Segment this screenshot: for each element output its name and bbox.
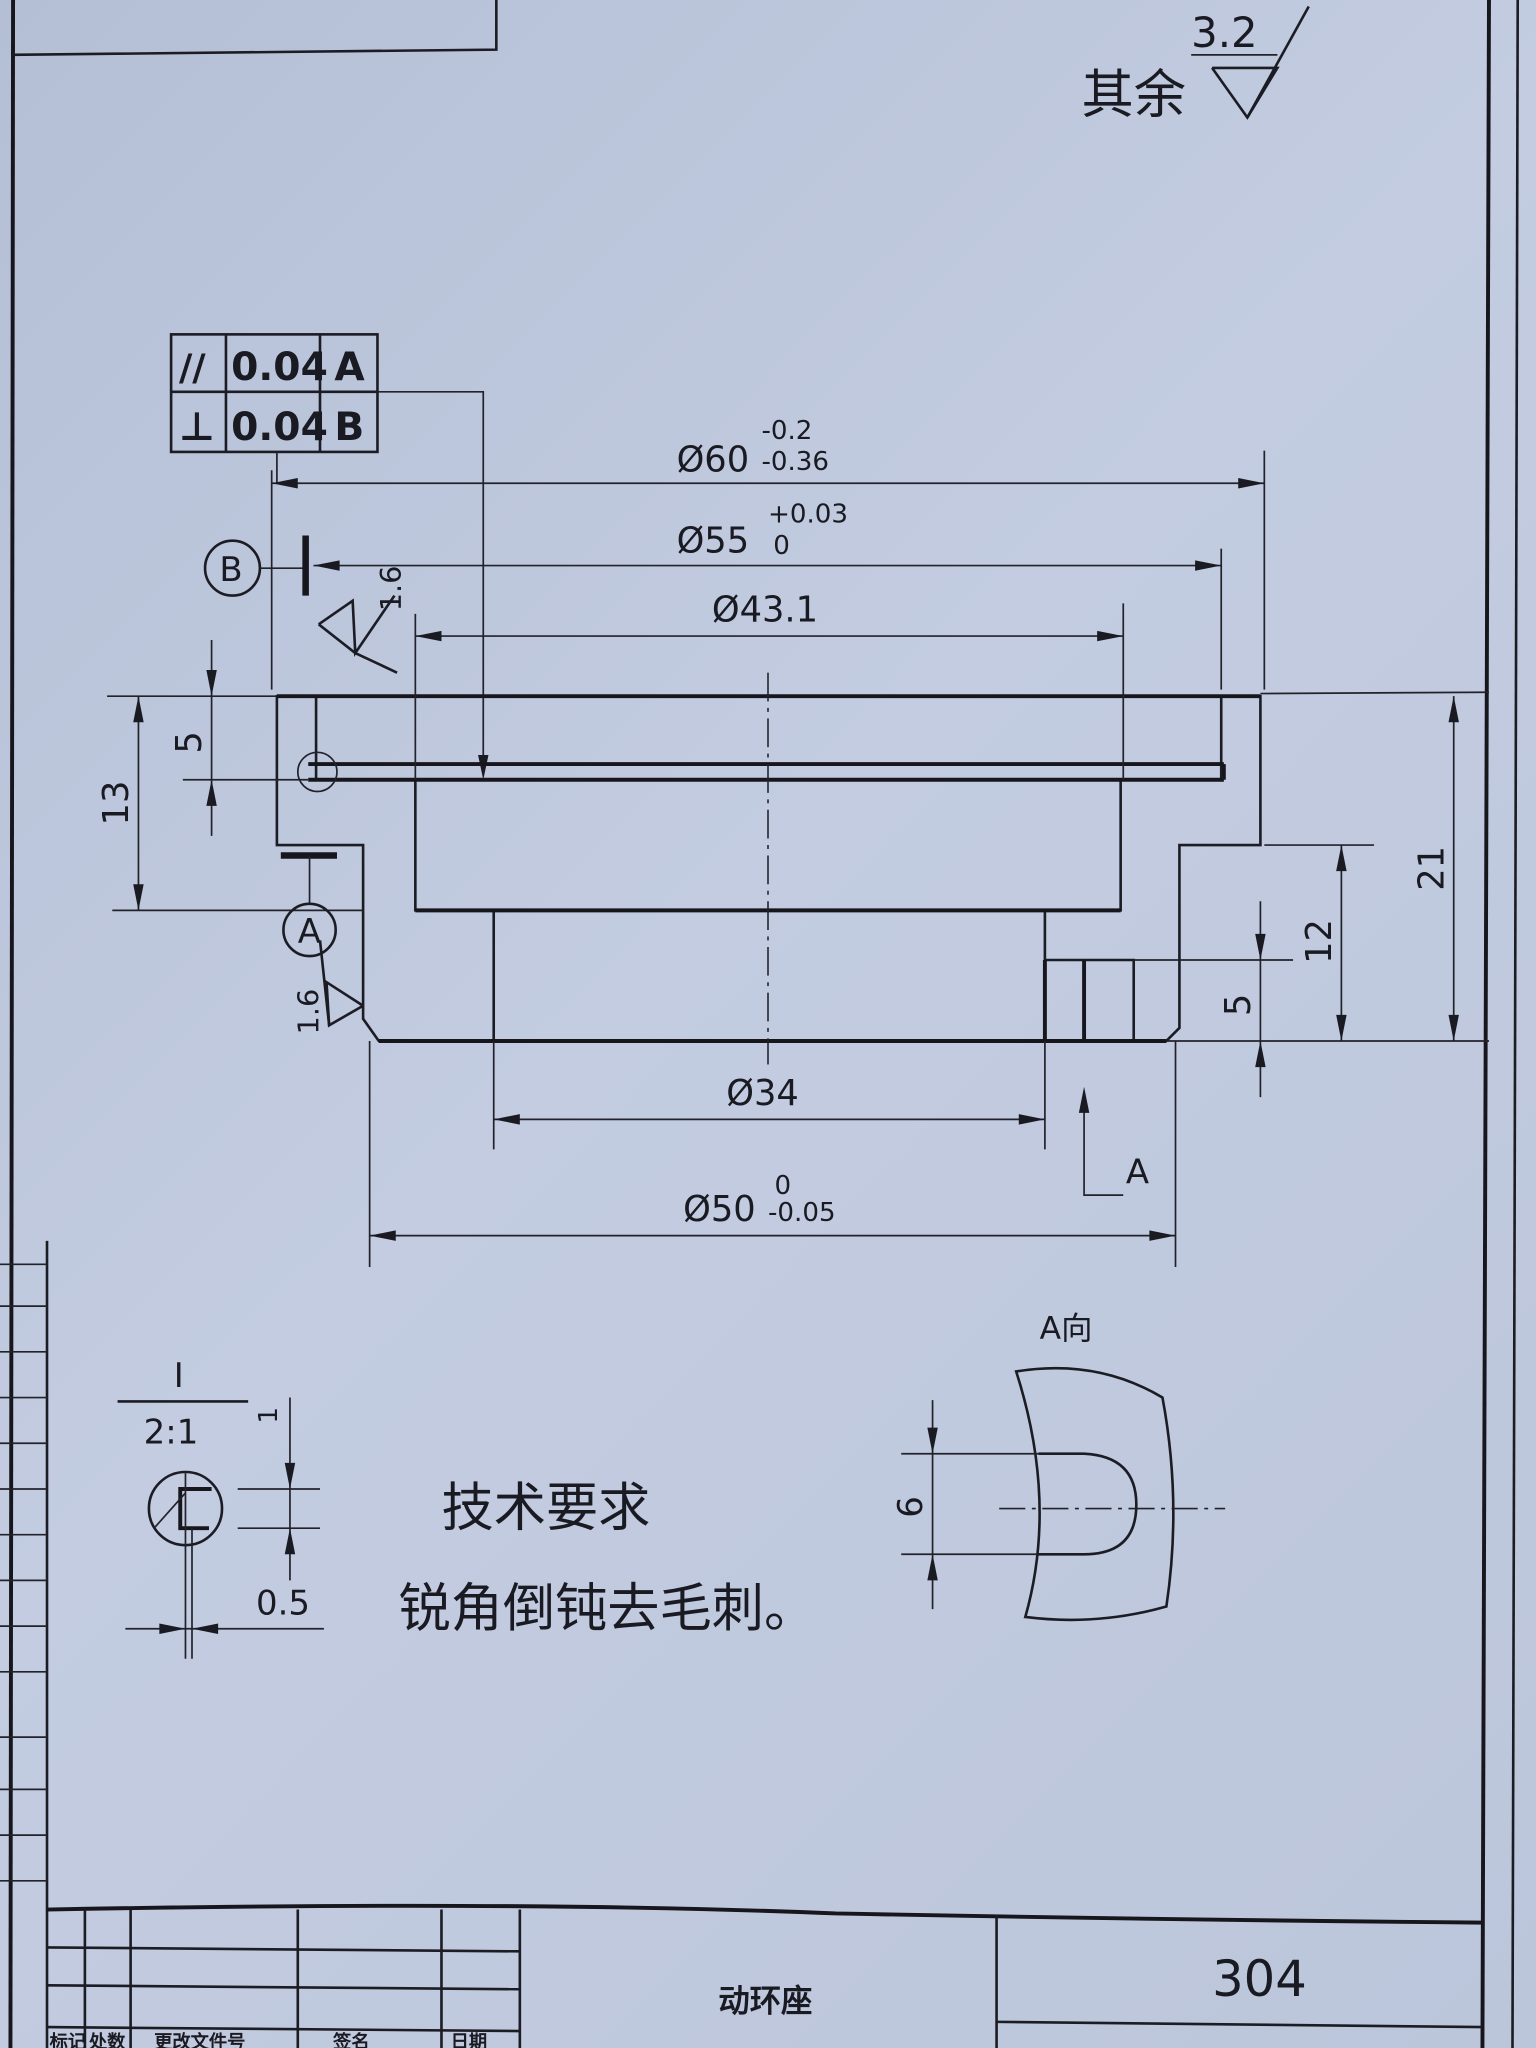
roughness-value: 3.2 xyxy=(1191,8,1257,57)
perpendicularity-symbol: ⊥ xyxy=(179,405,215,450)
drawing-number: 304 xyxy=(1212,1950,1307,2008)
datum-a-label: A xyxy=(298,912,321,952)
header-signature: 签名 xyxy=(332,2031,370,2048)
parallelism-datum: A xyxy=(334,345,365,390)
feature-control-frame: // 0.04 A ⊥ 0.04 B xyxy=(169,333,489,780)
tech-req-title: 技术要求 xyxy=(441,1479,650,1539)
detail-dim-1: 1 xyxy=(254,1407,284,1424)
d43-nominal: Ø43.1 xyxy=(712,590,818,631)
d60-lower-tol: -0.36 xyxy=(761,447,829,477)
section-view xyxy=(275,672,1262,1065)
d55-lower-tol: 0 xyxy=(773,531,790,561)
d55-nominal: Ø55 xyxy=(677,520,750,561)
general-roughness-note: 其余 3.2 xyxy=(1081,5,1310,125)
datum-a: A xyxy=(280,852,337,958)
d34-nominal: Ø34 xyxy=(726,1073,799,1114)
detail-dim-05: 0.5 xyxy=(256,1583,310,1623)
dimension-d55: Ø55 +0.03 0 xyxy=(313,499,1223,690)
h5-left-label: 5 xyxy=(169,731,210,753)
roughness-mark-top: 1.6 xyxy=(317,566,408,674)
d60-upper-tol: -0.2 xyxy=(761,416,812,446)
view-a-dim-6: 6 xyxy=(891,1496,931,1518)
dimension-h21: 21 xyxy=(1166,691,1489,1042)
dimension-h12: 12 xyxy=(1264,844,1375,1041)
header-change-doc: 更改文件号 xyxy=(154,2031,245,2048)
parallelism-tolerance: 0.04 xyxy=(231,345,328,390)
dimension-h13: 13 xyxy=(96,695,364,912)
d50-upper-tol: 0 xyxy=(775,1171,792,1201)
datum-b: B xyxy=(203,535,309,597)
parallelism-symbol: // xyxy=(179,346,206,389)
part-name: 动环座 xyxy=(718,1982,812,2019)
d50-lower-tol: -0.05 xyxy=(768,1198,836,1228)
dimension-d43: Ø43.1 xyxy=(414,590,1125,780)
header-count: 处数 xyxy=(88,2031,126,2048)
roughness-bottom-value: 1.6 xyxy=(292,989,326,1035)
d55-upper-tol: +0.03 xyxy=(768,499,848,529)
detail-view-i: I 2:1 1 0.5 xyxy=(117,1356,324,1659)
perpendicularity-datum: B xyxy=(334,405,364,450)
d60-nominal: Ø60 xyxy=(677,440,750,481)
dimension-d50: Ø50 0 -0.05 xyxy=(368,1040,1177,1267)
detail-label: I xyxy=(174,1356,184,1396)
dimension-d60: Ø60 -0.2 -0.36 xyxy=(270,416,1266,690)
datum-b-label: B xyxy=(219,550,242,590)
view-a-label: A向 xyxy=(1040,1311,1093,1347)
header-mark: 标记 xyxy=(49,2031,87,2048)
roughness-top-value: 1.6 xyxy=(374,566,408,612)
dimension-d34: Ø34 xyxy=(492,1040,1046,1150)
header-date: 日期 xyxy=(451,2032,488,2048)
tech-req-text: 锐角倒钝去毛刺。 xyxy=(398,1579,816,1639)
h13-label: 13 xyxy=(96,781,137,826)
dimension-h5-left: 5 xyxy=(169,640,309,836)
view-a: A向 6 xyxy=(891,1311,1226,1622)
title-block: 标记 处数 更改文件号 签名 日期 动环座 304 xyxy=(46,1903,1483,2048)
h21-label: 21 xyxy=(1411,846,1452,891)
roughness-mark-bottom: 1.6 xyxy=(292,940,364,1035)
roughness-symbol-icon xyxy=(1211,66,1280,120)
dimension-h5-right: 5 xyxy=(1133,901,1294,1098)
detail-i-marker xyxy=(296,751,338,793)
technical-requirements: 技术要求 锐角倒钝去毛刺。 xyxy=(398,1479,816,1640)
perpendicularity-tolerance: 0.04 xyxy=(231,405,328,450)
roughness-note-prefix: 其余 xyxy=(1081,65,1185,125)
h5-right-label: 5 xyxy=(1218,994,1259,1016)
d50-nominal: Ø50 xyxy=(683,1189,756,1230)
h12-label: 12 xyxy=(1299,919,1340,964)
view-arrow-label: A xyxy=(1126,1152,1149,1192)
view-direction-arrow-a: A xyxy=(1078,1086,1149,1196)
detail-scale: 2:1 xyxy=(144,1412,199,1452)
